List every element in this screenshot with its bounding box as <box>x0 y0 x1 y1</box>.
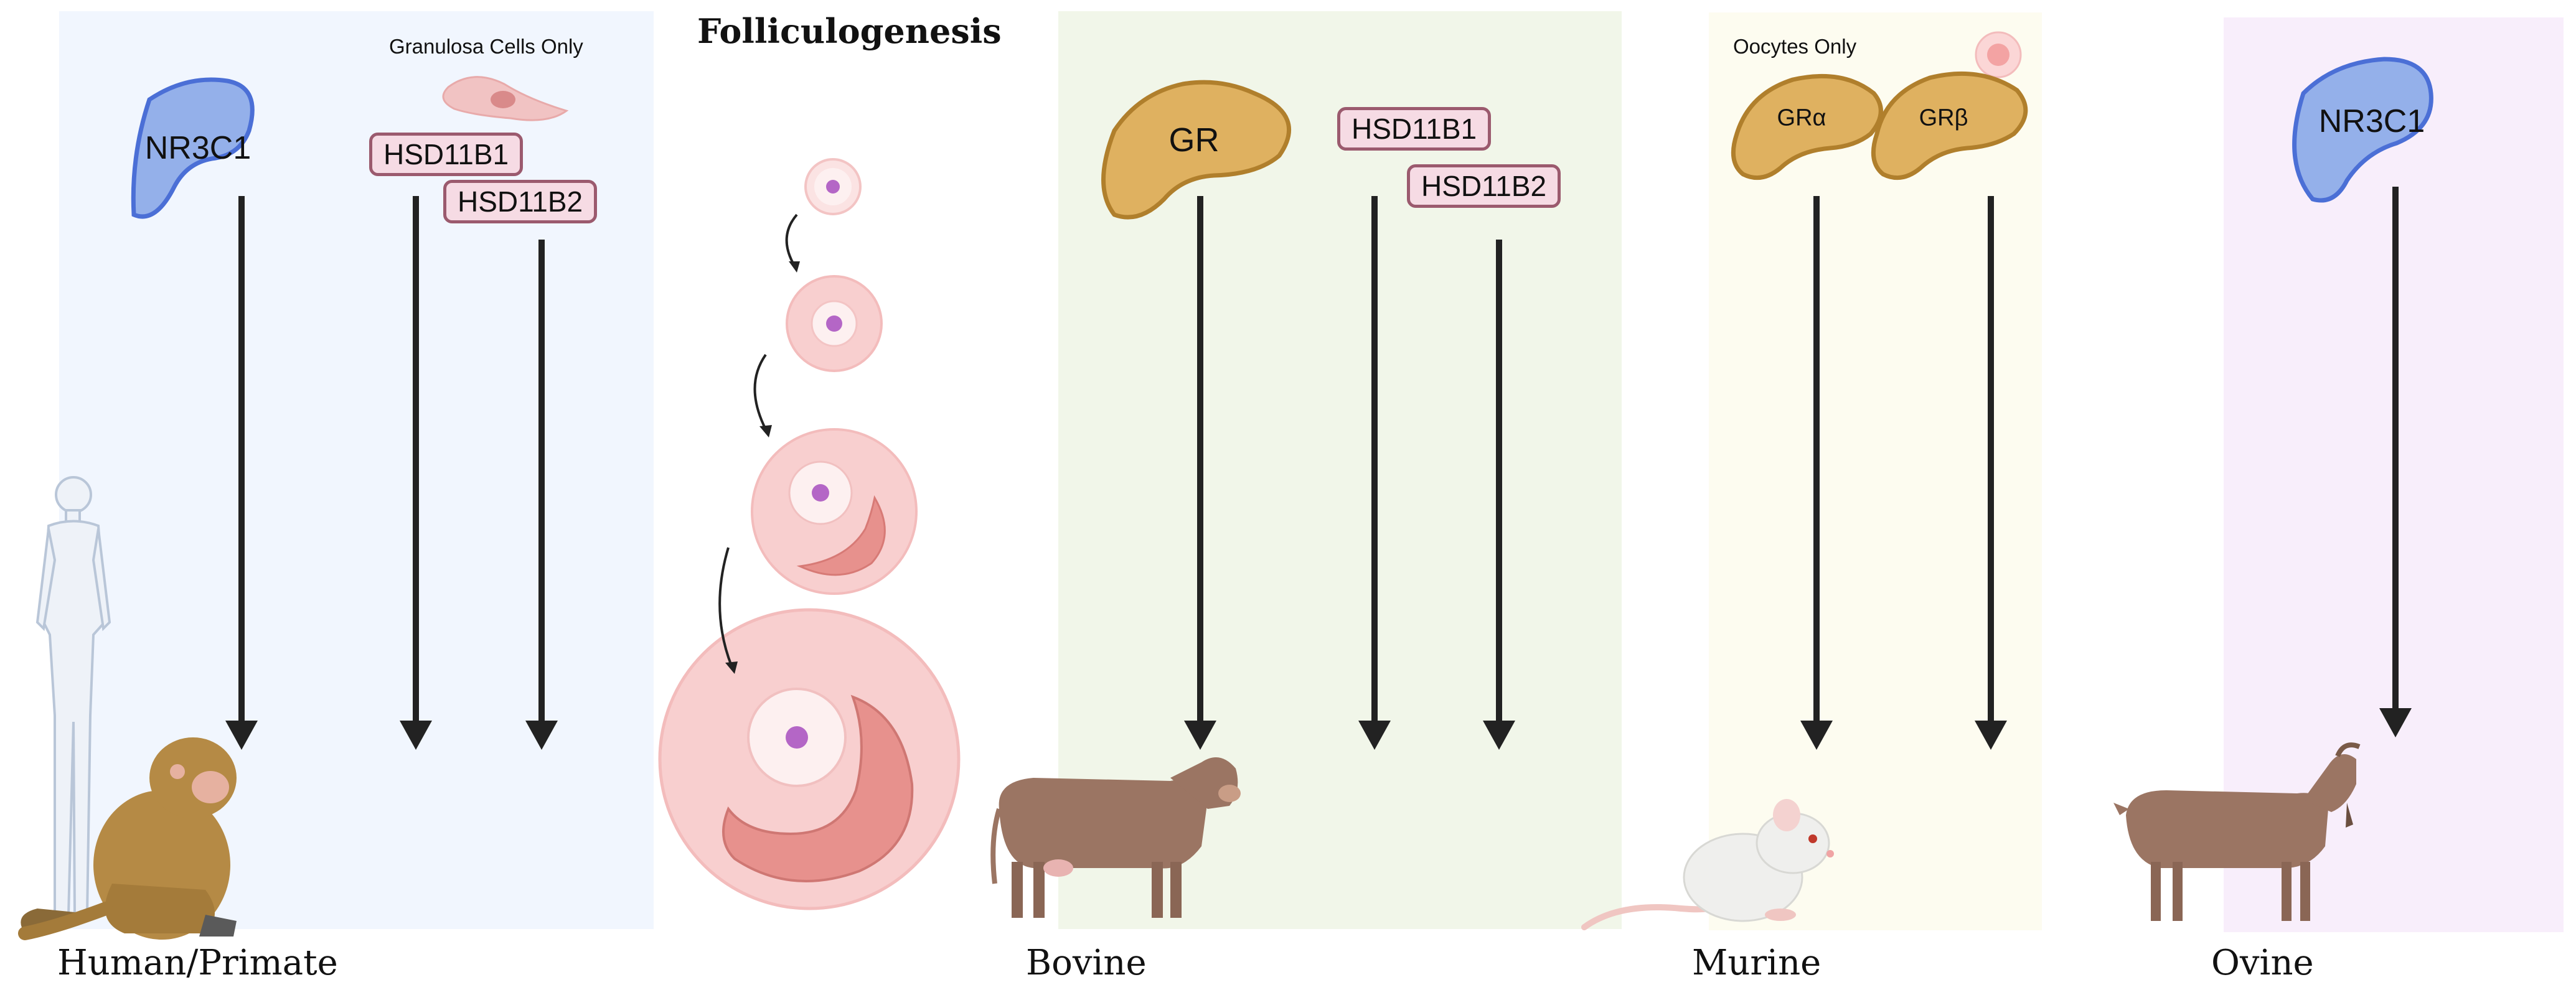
nr3c1-ovine-receptor-label: NR3C1 <box>2318 103 2425 139</box>
primate-monkey-icon <box>18 737 237 940</box>
nr3c1-receptor-shape <box>131 77 255 219</box>
gr-alpha-receptor-shape <box>1731 73 1883 180</box>
species-label-murine: Murine <box>1692 943 1822 983</box>
gr-beta-receptor-shape <box>1871 71 2028 180</box>
nr3c1-ovine-receptor-shape <box>2292 57 2433 203</box>
follicle-stage-1 <box>804 158 862 215</box>
bovine-arrows <box>1197 196 1502 722</box>
bovine-cow-icon <box>990 757 1241 918</box>
granulosa-cells-note: Granulosa Cells Only <box>389 35 583 58</box>
nr3c1-receptor-label: NR3C1 <box>144 130 251 166</box>
granulosa-cell-icon <box>442 76 569 121</box>
bovine-arrowheads <box>1184 721 1515 750</box>
human-arrowheads <box>225 721 558 750</box>
follicle-stage-4 <box>658 608 961 910</box>
gr-beta-label: GRβ <box>1919 105 1968 131</box>
species-label-bovine: Bovine <box>1026 943 1147 983</box>
gr-receptor-label: GR <box>1168 121 1220 159</box>
hsd11b1-gene-box: HSD11B1 <box>369 133 524 176</box>
human-arrows <box>238 196 545 722</box>
murine-arrows <box>1813 196 1994 722</box>
oocyte-icon <box>1975 31 2022 78</box>
follicle-stage-3 <box>751 428 918 595</box>
hsd11b2-bovine-gene-box: HSD11B2 <box>1407 164 1561 208</box>
murine-arrowheads <box>1800 721 2007 750</box>
hsd11b2-gene-box: HSD11B2 <box>443 180 598 223</box>
ovine-arrow <box>2379 187 2412 737</box>
hsd11b1-bovine-gene-box: HSD11B1 <box>1337 107 1492 151</box>
species-label-human: Human/Primate <box>57 943 338 983</box>
follicle-progression-arrows <box>718 213 798 666</box>
follicle-arrowheads <box>725 261 800 674</box>
murine-mouse-icon <box>1581 799 1834 930</box>
species-label-ovine: Ovine <box>2211 943 2314 983</box>
gr-receptor-shape <box>1101 80 1291 220</box>
follicle-stage-2 <box>786 275 883 372</box>
folliculogenesis-title: Folliculogenesis <box>697 11 1002 51</box>
ovine-goat-icon <box>2113 742 2361 921</box>
oocytes-only-note: Oocytes Only <box>1733 35 1857 58</box>
gr-alpha-label: GRα <box>1777 105 1826 131</box>
